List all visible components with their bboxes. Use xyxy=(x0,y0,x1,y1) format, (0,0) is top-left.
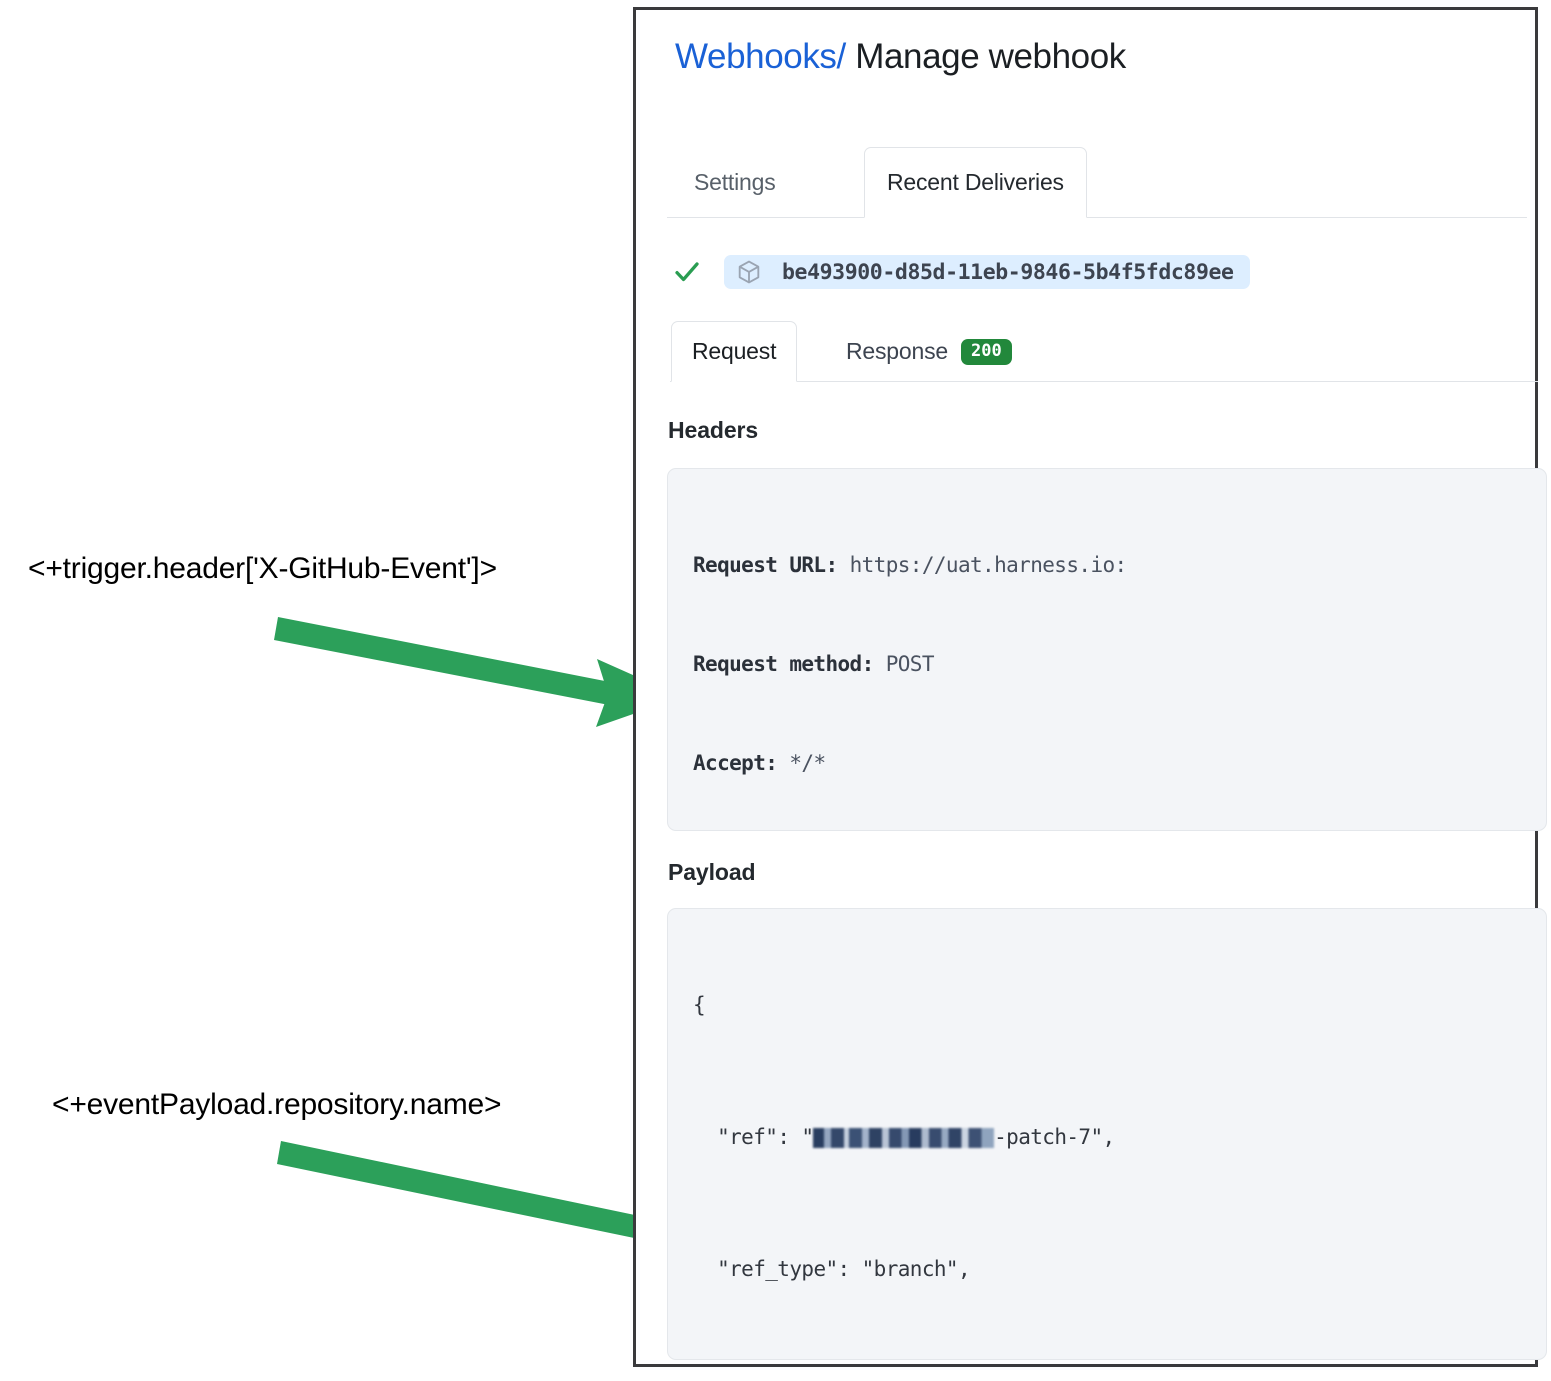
status-badge: 200 xyxy=(960,338,1012,365)
json-key: "ref" xyxy=(717,1125,778,1149)
webhook-tabs: Settings Recent Deliveries xyxy=(667,146,1527,218)
check-icon xyxy=(675,262,699,282)
payload-line: "ref": "michaelcretzman-patch-7", xyxy=(693,1121,1546,1154)
headers-code-block: Request URL: https://uat.harness.io: Req… xyxy=(667,468,1547,831)
breadcrumb-separator: / xyxy=(836,37,847,76)
json-value-suffix: -patch-7", xyxy=(994,1125,1115,1149)
header-value: https://uat.harness.io: xyxy=(849,553,1128,577)
tab-request[interactable]: Request xyxy=(671,321,798,382)
redacted-username: michaelcretzman xyxy=(813,1121,995,1154)
payload-line: "ref_type": "branch", xyxy=(717,1257,971,1281)
request-response-tabs: Request Response 200 xyxy=(670,320,1538,382)
json-value: "branch", xyxy=(861,1257,971,1281)
tab-response[interactable]: Response 200 xyxy=(826,321,1032,382)
annotation-trigger-header: <+trigger.header['X-GitHub-Event']> xyxy=(28,552,497,585)
json-value-prefix: " xyxy=(801,1125,814,1149)
cube-icon xyxy=(738,260,760,284)
header-key: Accept: xyxy=(693,751,778,775)
subtab-underline xyxy=(670,381,1538,382)
breadcrumb-webhooks-link[interactable]: Webhooks xyxy=(675,37,837,76)
header-value: POST xyxy=(885,652,935,676)
header-line: Request URL: https://uat.harness.io: xyxy=(693,549,1546,582)
breadcrumb-current: Manage webhook xyxy=(855,37,1126,76)
page-title: Webhooks/ Manage webhook xyxy=(675,37,1126,77)
tab-settings[interactable]: Settings xyxy=(694,169,776,195)
header-value: */* xyxy=(789,751,826,775)
json-brace: { xyxy=(693,993,706,1017)
headers-heading: Headers xyxy=(668,417,759,443)
json-key: "ref_type" xyxy=(717,1257,838,1281)
tab-response-label: Response xyxy=(846,338,948,364)
delivery-id-pill[interactable]: be493900-d85d-11eb-9846-5b4f5fdc89ee xyxy=(724,255,1250,289)
tab-recent-deliveries[interactable]: Recent Deliveries xyxy=(864,147,1087,218)
arrow-to-x-github-event xyxy=(274,617,682,727)
header-key: Request URL: xyxy=(693,553,838,577)
delivery-row[interactable]: be493900-d85d-11eb-9846-5b4f5fdc89ee xyxy=(672,255,1250,289)
delivery-id-text: be493900-d85d-11eb-9846-5b4f5fdc89ee xyxy=(782,259,1234,285)
payload-code-block: { "ref": "michaelcretzman-patch-7", "ref… xyxy=(667,908,1547,1360)
tab-underline xyxy=(667,217,1527,218)
header-line: Request method: POST xyxy=(693,648,1546,681)
payload-heading: Payload xyxy=(668,859,756,885)
header-line: Accept: */* xyxy=(693,747,1546,780)
annotation-event-payload: <+eventPayload.repository.name> xyxy=(52,1088,502,1121)
payload-line: { xyxy=(693,989,1546,1022)
header-key: Request method: xyxy=(693,652,874,676)
